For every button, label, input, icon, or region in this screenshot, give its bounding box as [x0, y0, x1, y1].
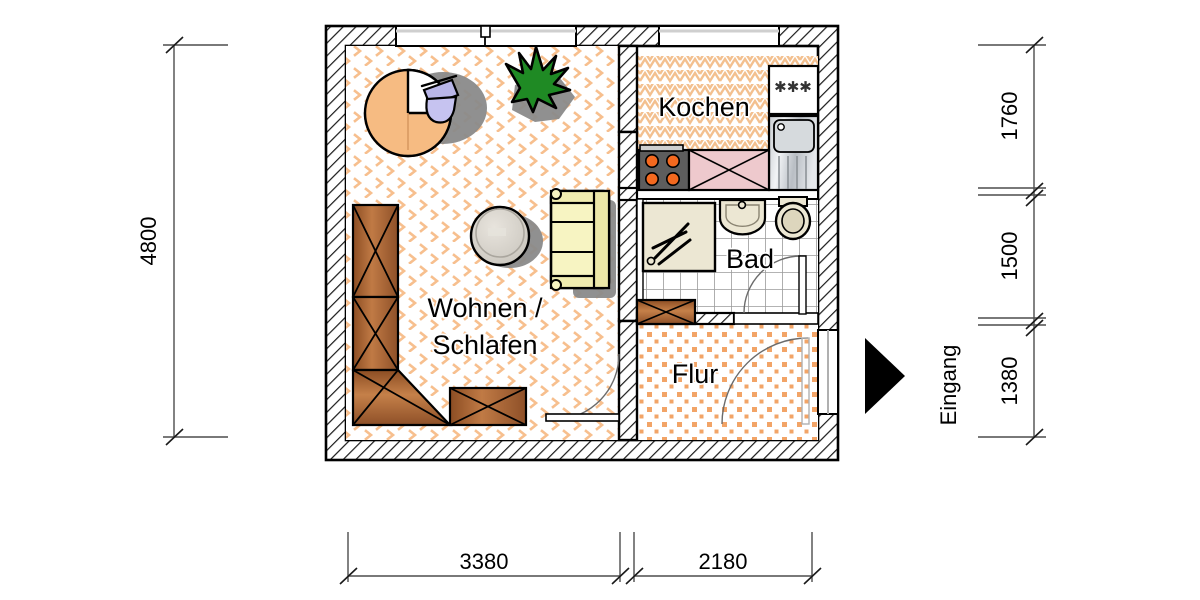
dimension-right-value-1380: 1380: [997, 357, 1022, 406]
washbasin-icon: [718, 198, 767, 236]
sofa-icon: [549, 188, 611, 291]
room-floor-flur: [637, 324, 818, 440]
sink-icon: [767, 114, 820, 192]
door-bathroom: [743, 255, 807, 315]
hall-furniture: [635, 298, 810, 425]
windows-top-wall: [395, 25, 780, 47]
room-labels: Wohnen / Schlafen Kochen Bad Flur: [426, 90, 776, 390]
dimension-bottom-value-3380: 3380: [460, 549, 509, 574]
plant-icon: [504, 45, 572, 114]
room-label-wohnen-line2: Schlafen: [432, 330, 537, 360]
entrance-marker: Eingang: [865, 338, 962, 427]
dimension-right-value-1760: 1760: [997, 92, 1022, 141]
shower-icon: [641, 201, 717, 273]
wardrobe-l-shape-icon: [351, 203, 528, 427]
toilet-icon: [774, 196, 812, 241]
room-label-wohnen-line1: Wohnen /: [427, 293, 543, 323]
svg-text:✱✱✱: ✱✱✱: [774, 79, 812, 96]
dimension-bottom-value-2180: 2180: [699, 549, 748, 574]
door-living-room: [545, 353, 620, 422]
dimension-bottom-group: 3380 2180: [339, 532, 822, 585]
dimension-left-value: 4800: [136, 217, 161, 266]
entrance-label: Eingang: [936, 345, 961, 426]
wardrobe-icon: [635, 298, 697, 326]
room-label-bad: Bad: [726, 244, 774, 274]
kitchen-fixtures: ✱✱✱: [637, 64, 820, 192]
round-table-icon: [469, 205, 531, 267]
door-entrance-swing: [721, 337, 810, 425]
room-label-flur: Flur: [672, 359, 719, 389]
window-kitchen: [658, 25, 780, 47]
entrance-arrow-icon: [865, 338, 905, 414]
counter-icon: [687, 148, 771, 192]
refrigerator-icon: ✱✱✱: [767, 64, 820, 116]
dimension-left-4800: 4800: [134, 36, 228, 446]
bathroom-fixtures: [641, 196, 812, 315]
dimension-right-value-1500: 1500: [997, 232, 1022, 281]
chair-icon: [420, 74, 460, 124]
dimension-right-group: 1760 1500 1380: [978, 36, 1046, 446]
stove-icon: [637, 144, 691, 192]
room-label-kochen: Kochen: [658, 92, 750, 122]
entrance-door-opening: [817, 329, 839, 415]
living-room-furniture: [351, 45, 620, 427]
